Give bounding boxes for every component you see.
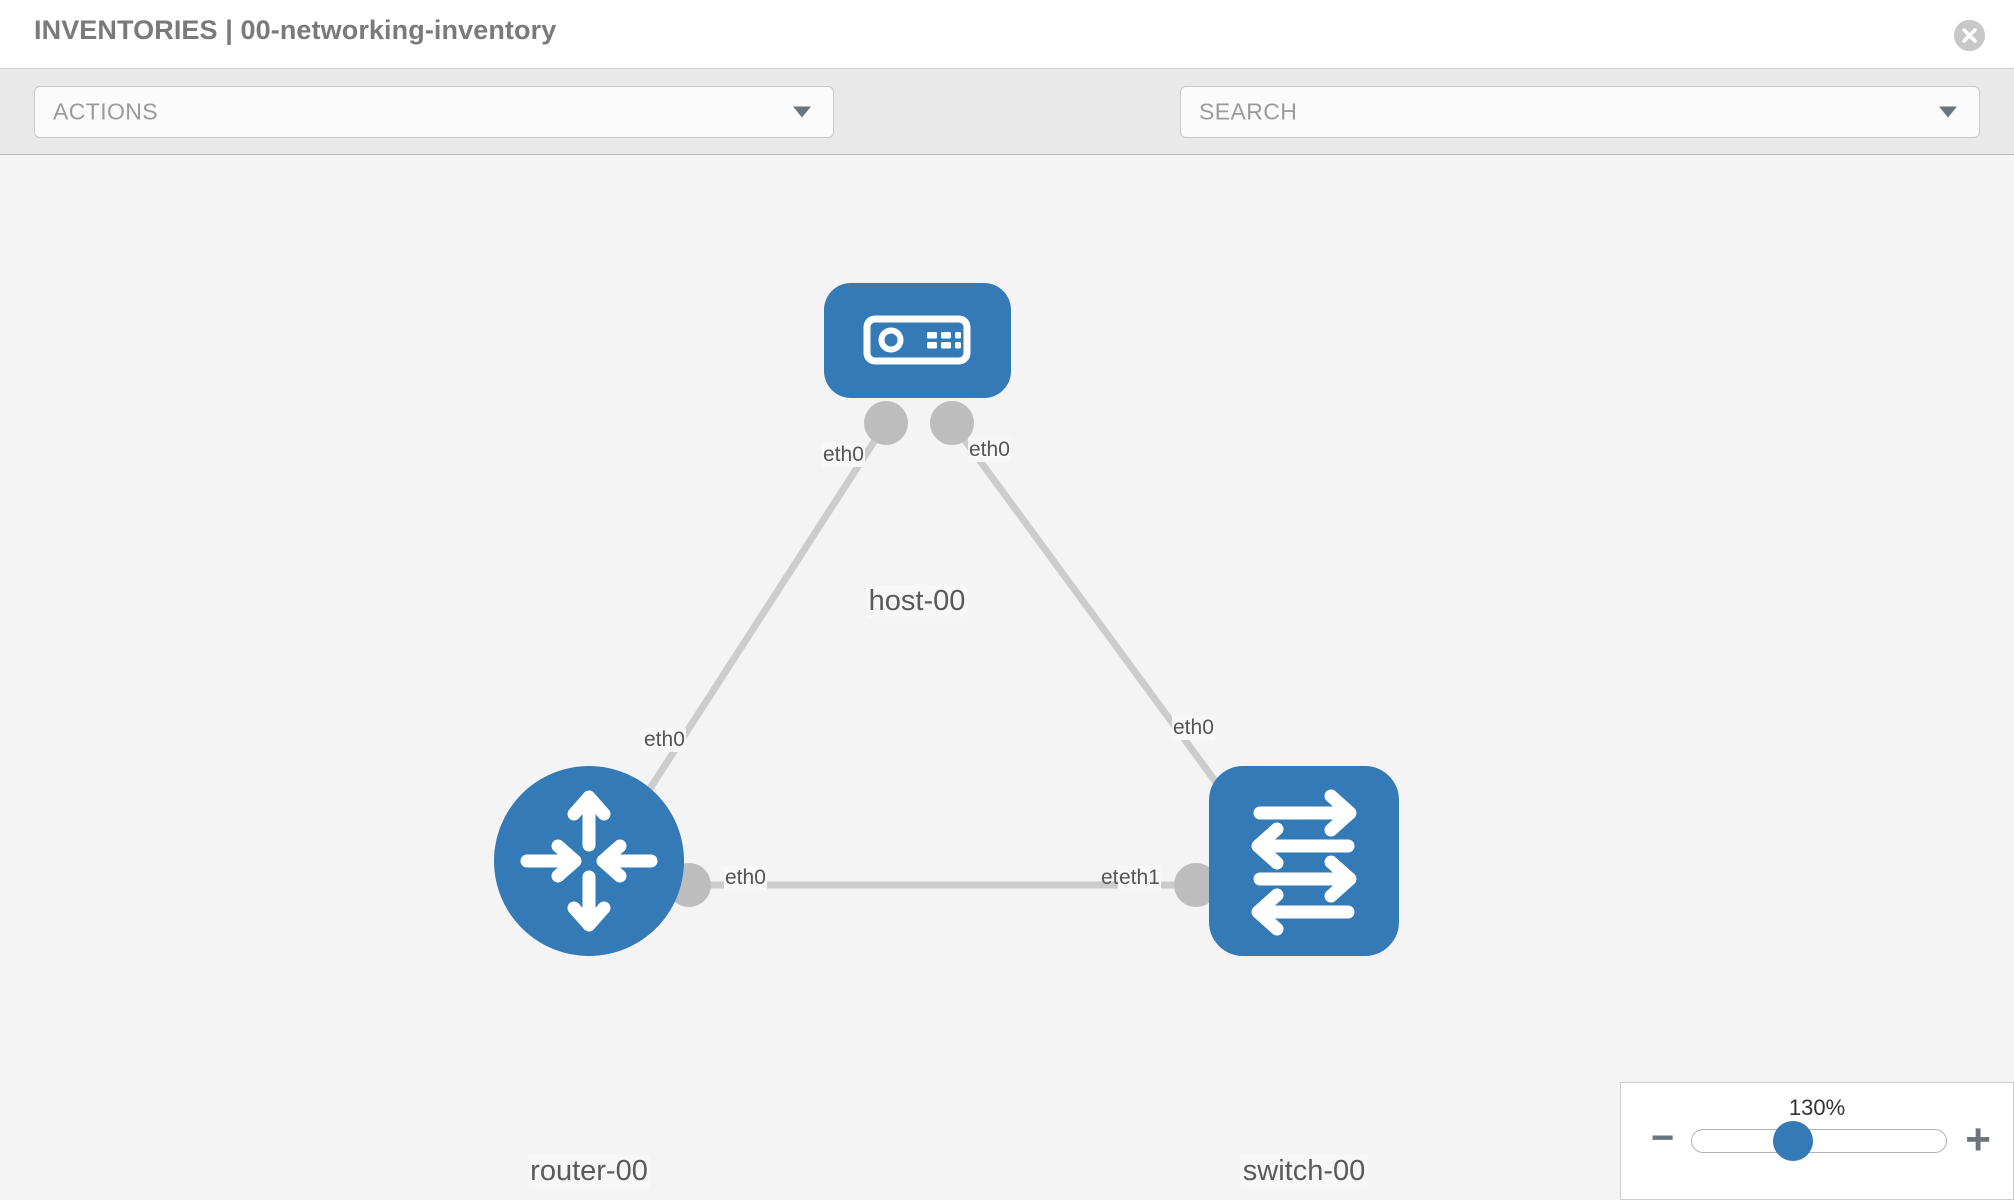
- zoom-control-panel: 130% − +: [1620, 1082, 2014, 1200]
- actions-dropdown-label: ACTIONS: [53, 98, 159, 125]
- link-host-switch: [947, 417, 1243, 818]
- minus-icon[interactable]: −: [1651, 1116, 1675, 1160]
- chevron-down-icon[interactable]: [793, 106, 811, 118]
- topology-graph: [494, 283, 1399, 956]
- close-icon[interactable]: [1954, 20, 1985, 51]
- zoom-level-label: 130%: [1788, 1095, 1846, 1120]
- interface-label: eth0: [968, 438, 1011, 462]
- page-title: INVENTORIES | 00-networking-inventory: [34, 15, 557, 45]
- node-label-router-00: router-00: [528, 1155, 650, 1188]
- zoom-slider-track[interactable]: [1691, 1129, 1947, 1153]
- search-input[interactable]: SEARCH: [1180, 86, 1980, 138]
- interface-label: eth0: [1172, 716, 1215, 740]
- toolbar: ACTIONS SEARCH: [0, 69, 2014, 198]
- topology-canvas[interactable]: eth0 eth0 eth0 eth0 eth0 eth0 eth1 host-…: [0, 155, 2014, 1200]
- node-host-00[interactable]: [824, 283, 1011, 398]
- actions-dropdown[interactable]: ACTIONS: [34, 86, 834, 138]
- chevron-down-icon[interactable]: [1939, 106, 1957, 118]
- link-host-router: [617, 418, 891, 837]
- node-label-host-00: host-00: [866, 585, 968, 618]
- zoom-slider-thumb[interactable]: [1773, 1121, 1813, 1161]
- node-switch-00[interactable]: [1209, 766, 1399, 956]
- window-header: INVENTORIES | 00-networking-inventory: [0, 0, 2014, 69]
- interface-label: eth1: [1118, 866, 1161, 890]
- node-label-switch-00: switch-00: [1240, 1155, 1368, 1188]
- node-router-00[interactable]: [494, 766, 684, 956]
- interface-label: eth0: [724, 866, 767, 890]
- search-placeholder: SEARCH: [1199, 98, 1298, 125]
- interface-connector: [616, 401, 1260, 907]
- interface-label: eth0: [643, 728, 686, 752]
- interface-label: eth0: [822, 443, 865, 467]
- plus-icon[interactable]: +: [1965, 1115, 1991, 1164]
